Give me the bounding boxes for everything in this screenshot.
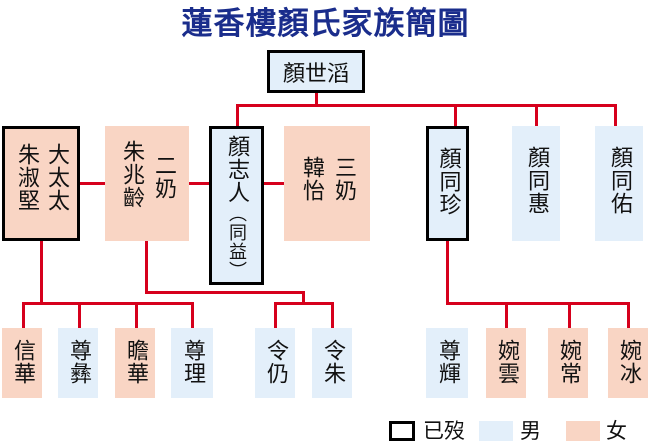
connector-to-son2 [454, 104, 457, 126]
wife1-title: 大太太 [44, 143, 69, 212]
wife2-title: 二奶 [151, 154, 176, 200]
page-title: 蓮香樓顏氏家族簡圖 [181, 6, 470, 42]
node-c7: 尊輝 [426, 328, 468, 398]
legend-female-label: 女 [606, 419, 627, 443]
connector-gen2-bus [236, 104, 616, 107]
node-c9: 婉常 [548, 328, 588, 398]
connector-c5 [274, 302, 277, 328]
wife3-name: 韓怡 [299, 156, 324, 202]
node-c6: 令朱 [312, 328, 352, 398]
c4-name: 尊理 [180, 339, 205, 385]
connector-to-son3 [535, 104, 538, 126]
node-son2: 顏同珍 [426, 126, 469, 241]
node-c2: 尊彝 [58, 328, 98, 398]
legend-male-swatch [479, 421, 513, 441]
c10-name: 婉冰 [616, 339, 641, 385]
c9-name: 婉常 [556, 339, 581, 385]
node-son1: 顏志人（同益） [209, 126, 264, 285]
c5-name: 令仍 [263, 339, 288, 385]
node-c3: 瞻華 [115, 328, 155, 398]
connector-c8 [505, 302, 508, 328]
c7-name: 尊輝 [435, 339, 460, 385]
connector-to-son1 [236, 104, 239, 126]
son1-alias: （同益） [226, 204, 247, 280]
root-name: 顏世滔 [282, 61, 349, 87]
node-wife1: 大太太 朱淑堅 [2, 126, 80, 241]
connector-c6 [331, 302, 334, 328]
connector-c1 [22, 302, 25, 328]
son1-name-text: 顏志人 [224, 135, 249, 204]
c3-name: 瞻華 [123, 339, 148, 385]
wife3-title: 三奶 [331, 156, 356, 202]
legend-male-label: 男 [520, 419, 541, 443]
node-son4: 顏同佑 [595, 126, 643, 241]
son1-name: 顏志人（同益） [224, 135, 249, 280]
c2-name: 尊彝 [66, 339, 91, 385]
connector-c10 [627, 302, 630, 328]
connector-wife1-children-bus [22, 302, 194, 305]
node-c1: 信華 [2, 328, 42, 398]
connector-c9 [568, 302, 571, 328]
connector-wife2-children-bus [274, 302, 334, 305]
legend-female-swatch [566, 421, 600, 441]
c8-name: 婉雲 [494, 339, 519, 385]
marriage-line-wife2 [189, 182, 209, 185]
connector-wife2-drop [302, 291, 305, 305]
c6-name: 令朱 [320, 339, 345, 385]
node-c4: 尊理 [171, 328, 213, 398]
root-node: 顏世滔 [267, 50, 365, 93]
connector-root-down [315, 93, 318, 107]
node-c10: 婉冰 [608, 328, 648, 398]
wife2-name: 朱兆齡 [119, 140, 144, 209]
connector-son2-down [446, 241, 449, 305]
son2-name: 顏同珍 [435, 147, 461, 216]
marriage-line-wife3 [264, 182, 284, 185]
c1-name: 信華 [10, 339, 35, 385]
legend-deceased-swatch [389, 421, 415, 441]
connector-c3 [135, 302, 138, 328]
node-c5: 令仍 [255, 328, 295, 398]
node-wife2: 二奶 朱兆齡 [105, 126, 189, 241]
connector-c2 [78, 302, 81, 328]
node-wife3: 三奶 韓怡 [284, 126, 370, 241]
wife1-name: 朱淑堅 [14, 143, 39, 212]
connector-c4 [191, 302, 194, 328]
node-son3: 顏同惠 [512, 126, 560, 241]
connector-wife1-down [40, 241, 43, 305]
marriage-line-wife1 [80, 182, 105, 185]
legend-deceased-label: 已歿 [423, 419, 465, 443]
node-c8: 婉雲 [486, 328, 526, 398]
connector-wife2-down [145, 241, 148, 294]
son4-name: 顏同佑 [607, 146, 632, 215]
connector-son2-children-bus [446, 302, 630, 305]
connector-wife2-horizontal [145, 291, 305, 294]
connector-to-son4 [614, 104, 617, 126]
son3-name: 顏同惠 [524, 146, 549, 215]
